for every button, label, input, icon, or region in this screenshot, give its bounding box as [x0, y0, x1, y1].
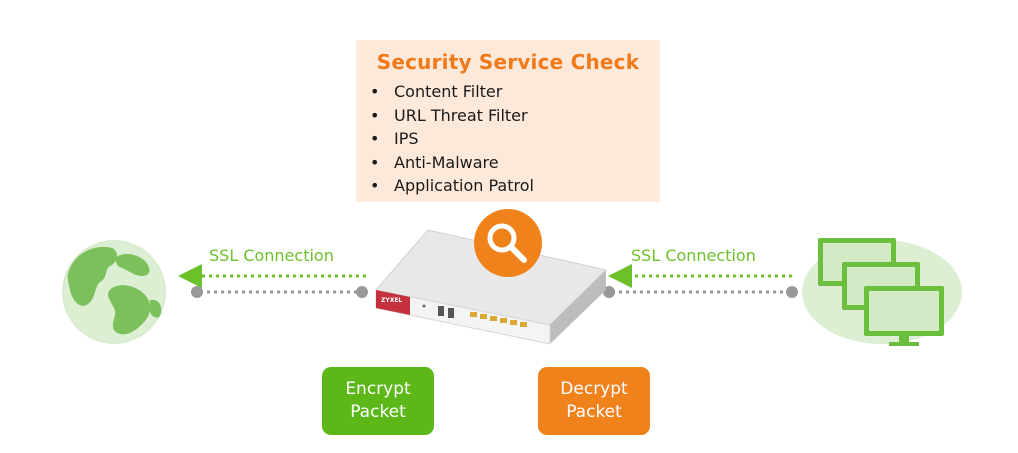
encrypt-line2: Packet	[350, 402, 406, 422]
computers-icon	[802, 238, 962, 346]
bullet: •	[370, 152, 380, 172]
list-item-label: Anti-Malware	[394, 152, 499, 172]
decrypt-packet-box: Decrypt Packet	[538, 367, 650, 435]
check-list: •Content Filter •URL Threat Filter •IPS …	[370, 80, 534, 198]
bullet: •	[370, 176, 380, 195]
list-item-label: URL Threat Filter	[394, 105, 528, 125]
bullet: •	[370, 82, 380, 101]
right-ssl-arrows	[603, 264, 798, 298]
device-brand: ZYXEL	[381, 297, 402, 304]
list-item: • Content Filter	[370, 80, 534, 104]
right-ssl-label: SSL Connection	[631, 246, 756, 265]
list-item: • Anti-Malware	[370, 151, 534, 175]
list-item: • URL Threat Filter	[370, 104, 534, 128]
list-item-label: Application Patrol	[394, 176, 534, 195]
list-item-label: IPS	[394, 129, 419, 148]
decrypt-line2: Packet	[566, 402, 622, 422]
bullet: •	[370, 129, 380, 148]
security-service-check-box: Security Service Check • Content Filter •…	[356, 40, 660, 202]
firewall-device: ZYXEL	[375, 229, 608, 345]
encrypt-packet-box: Encrypt Packet	[322, 367, 434, 435]
magnifier-icon	[474, 209, 542, 277]
bullet: •	[370, 105, 380, 125]
list-item: • Application Patrol	[370, 174, 534, 198]
list-item: • IPS	[370, 127, 534, 151]
left-ssl-arrows	[178, 264, 368, 298]
encrypt-line1: Encrypt	[345, 379, 411, 399]
globe-icon	[62, 240, 166, 344]
decrypt-line1: Decrypt	[560, 379, 628, 399]
list-item-label: Content Filter	[394, 82, 503, 101]
check-title: Security Service Check	[376, 50, 640, 74]
left-ssl-label: SSL Connection	[209, 246, 334, 265]
